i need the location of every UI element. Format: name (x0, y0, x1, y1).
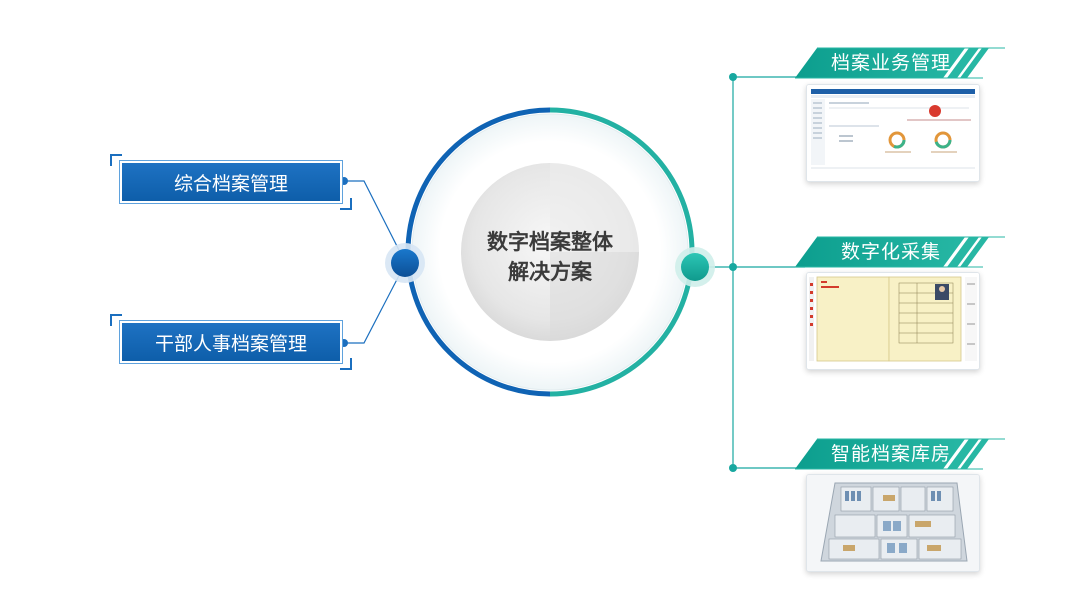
right-item-label: 数字化采集 (840, 241, 941, 263)
connector-dot-right-2 (729, 263, 737, 271)
center-title-line1: 数字档案整体 (487, 230, 613, 254)
banner-shapes (795, 47, 1005, 470)
right-item-digitization[interactable]: 数字化采集 (795, 237, 1005, 267)
right-item-label: 档案业务管理 (830, 52, 951, 74)
thumbnail-business-dashboard (806, 84, 980, 182)
center-title: 数字档案整体 解决方案 (450, 227, 650, 287)
thumbnail-storage-room (806, 474, 980, 572)
left-connectors (344, 180, 406, 344)
left-item-cadre[interactable]: 干部人事档案管理 (110, 314, 352, 370)
center-circle (405, 107, 695, 397)
right-item-storage[interactable]: 智能档案库房 (795, 439, 1005, 469)
left-item-label: 综合档案管理 (119, 160, 343, 204)
dashboard-preview (807, 85, 979, 181)
thumbnail-digitization (806, 272, 980, 370)
digitization-preview (807, 273, 979, 369)
right-item-label: 智能档案库房 (830, 443, 951, 465)
connector-dot-right-3 (729, 464, 737, 472)
storage-room-preview (807, 475, 979, 571)
center-title-line2: 解决方案 (508, 260, 592, 284)
left-item-label: 干部人事档案管理 (119, 320, 343, 364)
right-connectors (697, 76, 805, 469)
right-item-business[interactable]: 档案业务管理 (795, 48, 1005, 78)
connector-dot-right-1 (729, 73, 737, 81)
left-item-comprehensive[interactable]: 综合档案管理 (110, 154, 352, 210)
